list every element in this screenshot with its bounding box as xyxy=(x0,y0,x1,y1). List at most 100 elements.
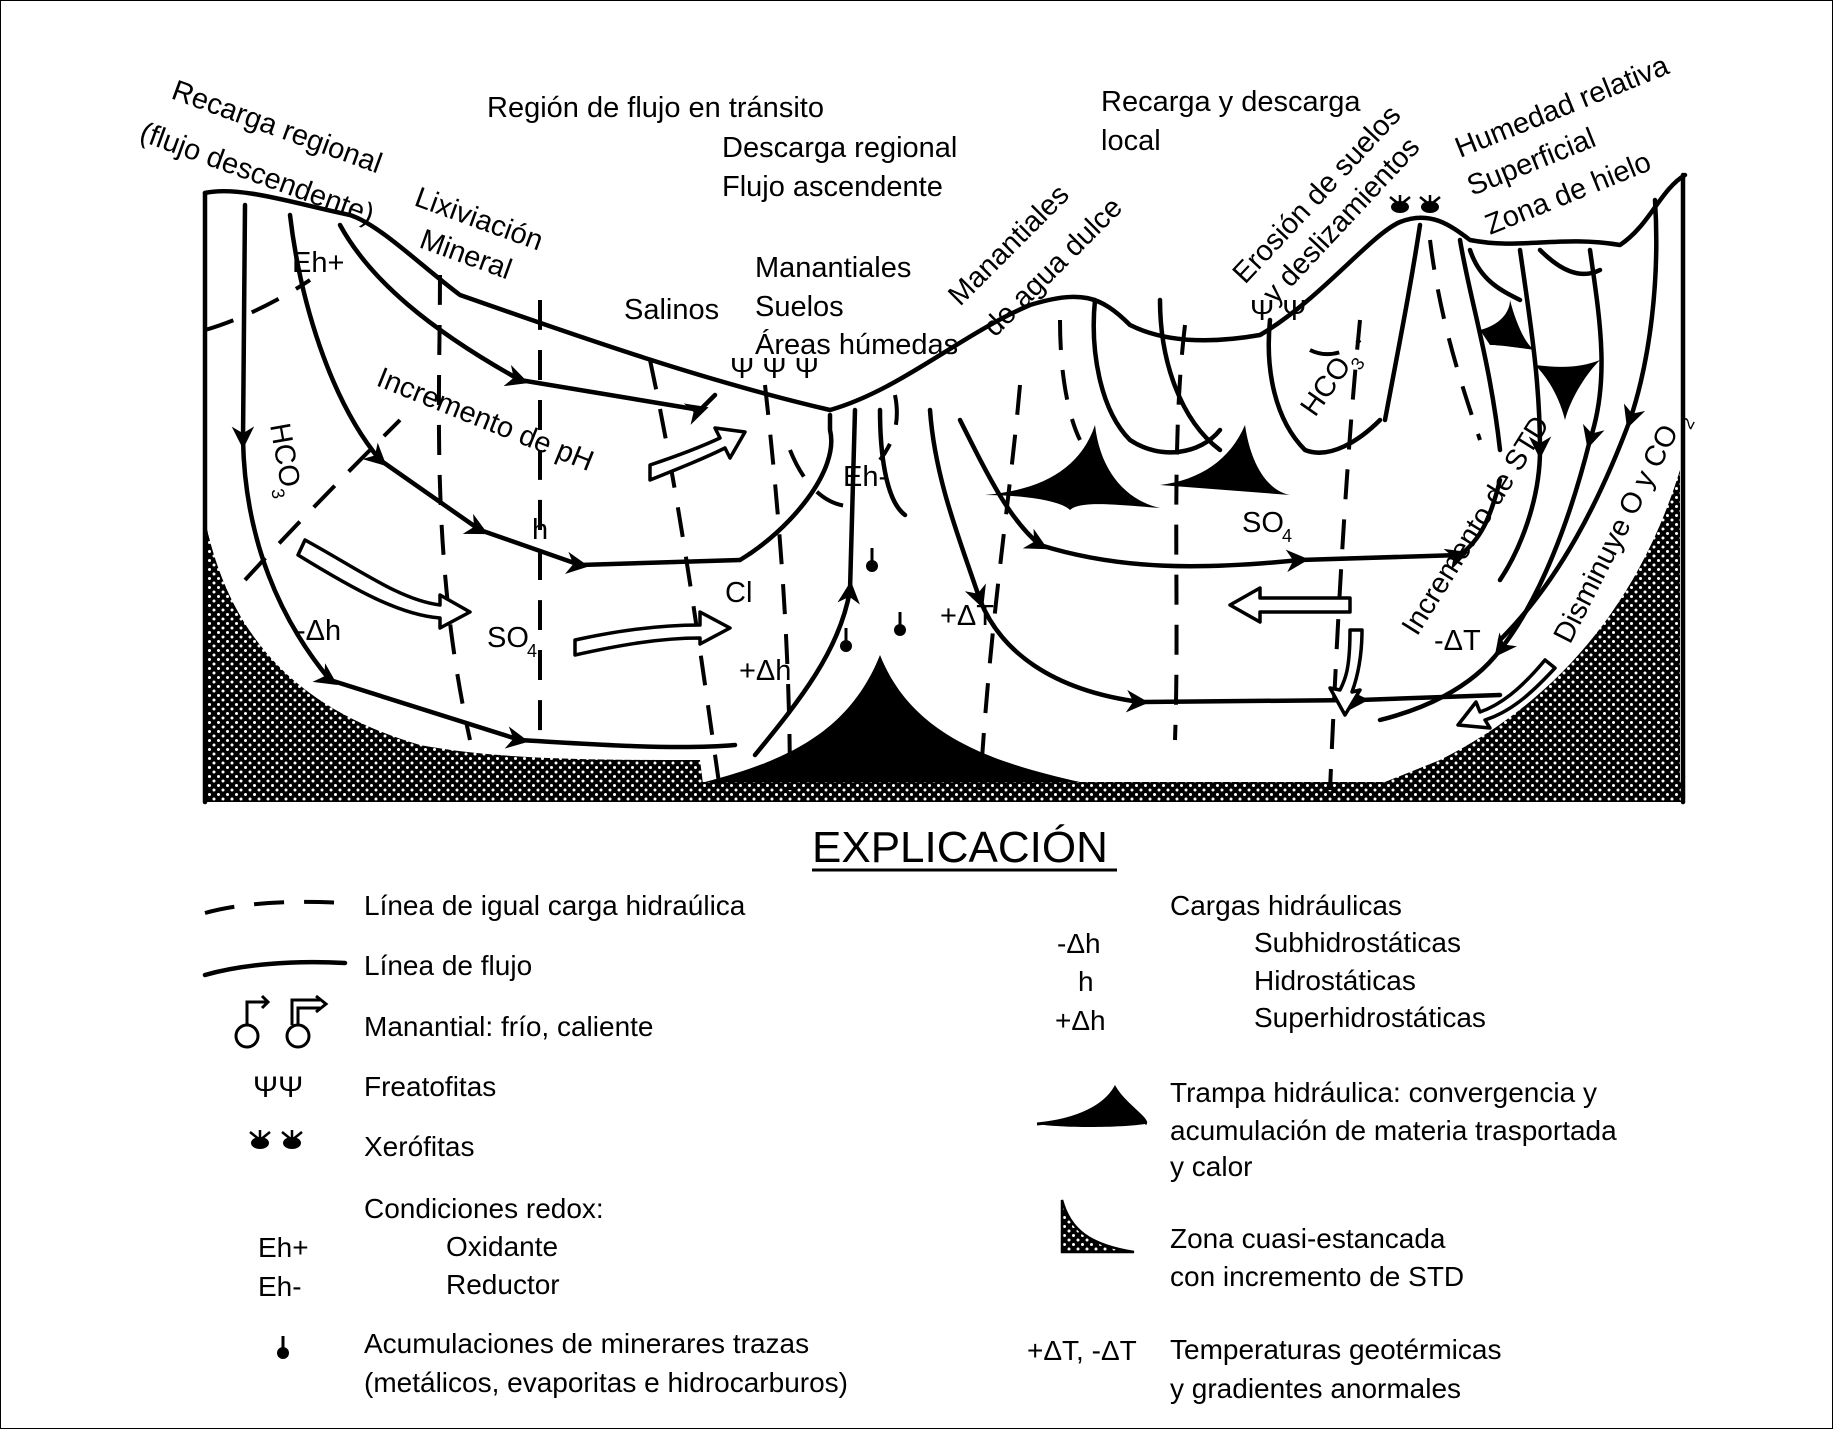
label-h: h xyxy=(532,514,548,546)
flow-line xyxy=(1266,317,1383,455)
label-areas-humedas: Áreas húmedas xyxy=(755,328,958,361)
legend-stagnant-icon xyxy=(1060,1199,1135,1254)
trace-mineral-icon xyxy=(840,628,852,652)
label-salinos: Salinos xyxy=(624,294,719,326)
legend-phreatophyte-label: Freatofitas xyxy=(364,1071,496,1102)
label-flujo-ascendente: Flujo ascendente xyxy=(722,171,943,203)
equal-head-line xyxy=(1058,319,1082,441)
legend-trace-label-2: (metálicos, evaporitas e hidrocarburos) xyxy=(364,1367,848,1398)
land-surface xyxy=(202,172,1688,413)
trace-mineral-icon xyxy=(894,612,906,636)
label-cl: Cl xyxy=(725,577,752,609)
central-hydraulic-trap xyxy=(705,655,1080,782)
phreatophyte-group-right: Ψ Ψ xyxy=(1250,295,1307,327)
legend-spring-cold-icon xyxy=(234,994,271,1049)
legend-flow-line-label: Línea de flujo xyxy=(364,950,532,981)
legend-spring-label: Manantial: frío, caliente xyxy=(364,1011,654,1042)
legend-heads-title: Cargas hidráulicas xyxy=(1170,890,1402,921)
legend-eh-minus: Eh- xyxy=(258,1271,302,1302)
legend-equal-head-label: Línea de igual carga hidraúlica xyxy=(364,890,746,921)
label-hco3-right: HCO 3 xyxy=(1295,351,1369,422)
legend-trap-3: y calor xyxy=(1170,1151,1252,1182)
label-minus-dt: -ΔT xyxy=(1434,625,1481,657)
legend-trap-icon-line xyxy=(1036,1085,1148,1126)
legend-xerophyte-icon xyxy=(249,1130,303,1149)
legend-eh-plus: Eh+ xyxy=(258,1232,309,1263)
hydraulic-trap xyxy=(1535,360,1600,420)
legend-subhydrostatic: Subhidrostáticas xyxy=(1254,927,1461,958)
stagnant-zone-right xyxy=(1340,470,1680,800)
legend-oxidizing: Oxidante xyxy=(446,1231,558,1262)
label-plus-dh: +Δh xyxy=(739,655,791,687)
flow-line xyxy=(287,212,743,575)
label-so4-right: SO 4 xyxy=(1242,507,1292,546)
label-plus-dt: +ΔT xyxy=(940,600,994,632)
legend-stagnant-2: con incremento de STD xyxy=(1170,1261,1464,1292)
legend-stagnant-1: Zona cuasi-estancada xyxy=(1170,1223,1446,1254)
phreatophyte-group: Ψ Ψ Ψ xyxy=(730,353,819,385)
svg-text:3: 3 xyxy=(267,487,288,500)
svg-text:SO: SO xyxy=(487,622,529,654)
solute-arrow xyxy=(1456,658,1557,730)
equal-head-line xyxy=(648,359,722,791)
flow-line xyxy=(737,412,834,563)
flow-line xyxy=(957,417,1503,573)
flow-line xyxy=(337,222,718,425)
hydraulic-trap xyxy=(1480,300,1535,350)
label-descarga-regional: Descarga regional xyxy=(722,132,957,164)
xerophyte-icon xyxy=(1389,195,1411,213)
equal-head-line xyxy=(243,418,402,582)
legend-spring-hot-icon xyxy=(285,994,329,1049)
legend-equal-head-symbol xyxy=(204,899,346,915)
svg-text:HCO: HCO xyxy=(263,421,306,490)
label-so4-left: SO 4 xyxy=(487,622,537,661)
solute-arrow xyxy=(648,426,747,482)
basin-cross-section xyxy=(202,172,1688,805)
legend-hydrostatic: Hidrostáticas xyxy=(1254,965,1416,996)
label-incremento-ph: Incremento de pH xyxy=(372,362,598,478)
equal-head-line xyxy=(788,449,861,509)
solute-arrow xyxy=(1328,628,1364,717)
label-hco3-left: HCO 3 xyxy=(263,421,306,501)
equal-head-line xyxy=(1309,338,1362,357)
legend-minus-dh: -Δh xyxy=(1057,928,1101,959)
label-eh-plus: Eh+ xyxy=(292,247,344,279)
label-region-flujo-transito: Región de flujo en tránsito xyxy=(487,92,824,124)
label-manantiales: Manantiales xyxy=(755,252,911,284)
legend-trap-2: acumulación de materia trasportada xyxy=(1170,1115,1617,1146)
legend-title: EXPLICACIÓN xyxy=(812,823,1108,872)
legend-trace-label-1: Acumulaciones de minerares trazas xyxy=(364,1328,809,1359)
legend-reducing: Reductor xyxy=(446,1269,560,1300)
solute-arrow xyxy=(296,538,472,630)
label-eh-minus: Eh- xyxy=(843,461,888,493)
hydraulic-trap xyxy=(985,425,1160,510)
label-recarga-descarga-1: Recarga y descarga xyxy=(1101,86,1361,118)
flow-line xyxy=(1467,247,1603,303)
flow-line xyxy=(752,407,860,758)
legend-trap-icon xyxy=(1037,1088,1146,1127)
equal-head-line xyxy=(978,384,1022,791)
legend-temps-symbol: +ΔT, -ΔT xyxy=(1027,1335,1137,1366)
svg-text:4: 4 xyxy=(527,641,537,661)
solute-arrow xyxy=(1228,586,1352,624)
legend-trap-1: Trampa hidráulica: convergencia y xyxy=(1170,1077,1597,1108)
legend-superhydrostatic: Superhidrostáticas xyxy=(1254,1002,1486,1033)
label-minus-dh: -Δh xyxy=(296,615,341,647)
flow-line xyxy=(877,407,908,518)
flow-line xyxy=(231,202,738,750)
equal-head-line xyxy=(763,384,792,791)
equal-head-line xyxy=(436,274,472,741)
legend-h: h xyxy=(1078,966,1094,997)
flow-line xyxy=(1457,237,1503,453)
flow-line xyxy=(1497,197,1659,643)
flow-line xyxy=(1157,297,1223,453)
equal-head-line xyxy=(878,394,899,462)
trace-mineral-icon xyxy=(866,548,878,572)
equal-head-line xyxy=(1428,239,1482,441)
equal-head-line xyxy=(1173,324,1187,741)
hydraulic-trap xyxy=(1160,425,1290,495)
label-suelos: Suelos xyxy=(755,291,844,323)
legend-flow-line-symbol xyxy=(202,959,348,978)
flow-line xyxy=(1382,222,1423,423)
legend: EXPLICACIÓN ΨΨ Línea de igual carga hidr… xyxy=(202,823,1617,1404)
